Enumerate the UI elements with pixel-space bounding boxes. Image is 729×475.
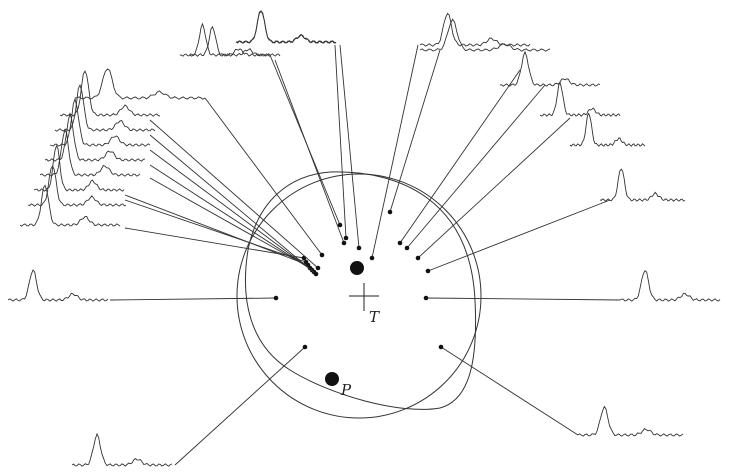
lead-line	[334, 44, 347, 239]
region-outline	[245, 171, 477, 410]
waveform-trace	[59, 70, 161, 117]
lead-line	[440, 346, 579, 436]
electrode-dot	[315, 265, 321, 271]
waveform-trace	[27, 165, 127, 207]
electrode-dot	[301, 255, 307, 261]
lead-line	[371, 44, 419, 259]
lead-line	[124, 199, 307, 263]
lead-line	[149, 164, 313, 271]
waveform-trace	[499, 50, 601, 87]
waveform-trace	[599, 168, 686, 202]
lead-line	[149, 149, 315, 273]
lead-line	[427, 199, 611, 272]
waveform-trace	[569, 112, 646, 147]
electrode-dot	[415, 255, 421, 261]
waveform-trace	[49, 97, 151, 147]
waveform-trace	[44, 112, 146, 162]
probe-marker	[325, 372, 339, 386]
electrode-dot	[337, 222, 343, 228]
waveform-trace	[33, 144, 125, 192]
lead-line	[417, 117, 571, 259]
electrode-dot	[319, 252, 325, 258]
electrode-dot	[313, 271, 319, 277]
waveform-trace	[71, 432, 173, 467]
waveform-trace	[19, 184, 121, 227]
electrode-dot	[423, 295, 429, 301]
center-marker	[350, 261, 364, 275]
electrode-dot	[343, 235, 349, 241]
electrode-dot	[341, 240, 347, 246]
electrode-dot	[438, 344, 444, 350]
waveform-trace	[235, 10, 337, 44]
lead-line	[425, 297, 621, 301]
waveform-trace	[419, 12, 531, 47]
lead-line	[109, 297, 277, 301]
electrode-dot	[425, 268, 431, 274]
lead-line	[174, 346, 306, 466]
head-circle	[236, 173, 482, 419]
lead-line	[204, 97, 323, 256]
lead-line	[406, 84, 546, 249]
lead-line	[124, 227, 305, 259]
lead-line	[399, 69, 521, 244]
lead-line	[149, 177, 311, 269]
waveform-trace	[179, 22, 271, 57]
waveforms	[7, 10, 721, 467]
electrode-dot	[387, 209, 393, 215]
lead-line	[389, 49, 441, 213]
electrode-dot	[404, 245, 410, 251]
electrode-dot	[302, 344, 308, 350]
waveform-trace	[39, 128, 141, 177]
waveform-trace	[539, 81, 621, 117]
waveform-trace	[54, 83, 156, 132]
electrode-dot	[397, 240, 403, 246]
lead-line	[274, 59, 345, 244]
lead-line	[149, 134, 317, 275]
target-label: T	[369, 308, 380, 326]
waveform-trace	[189, 25, 281, 57]
lead-line	[124, 194, 309, 266]
lead-lines	[109, 44, 621, 466]
electrode-dot	[356, 245, 362, 251]
electrode-dot	[273, 295, 279, 301]
probe-label: P	[340, 381, 352, 399]
waveform-trace	[7, 269, 109, 302]
waveform-trace	[236, 10, 337, 44]
waveform-trace	[619, 269, 721, 302]
lead-line	[149, 119, 319, 269]
waveform-trace	[577, 405, 684, 437]
electrode-dot	[369, 255, 375, 261]
waveform-trace	[74, 68, 206, 100]
waveform-trace	[419, 18, 551, 52]
lead-line	[339, 44, 360, 249]
